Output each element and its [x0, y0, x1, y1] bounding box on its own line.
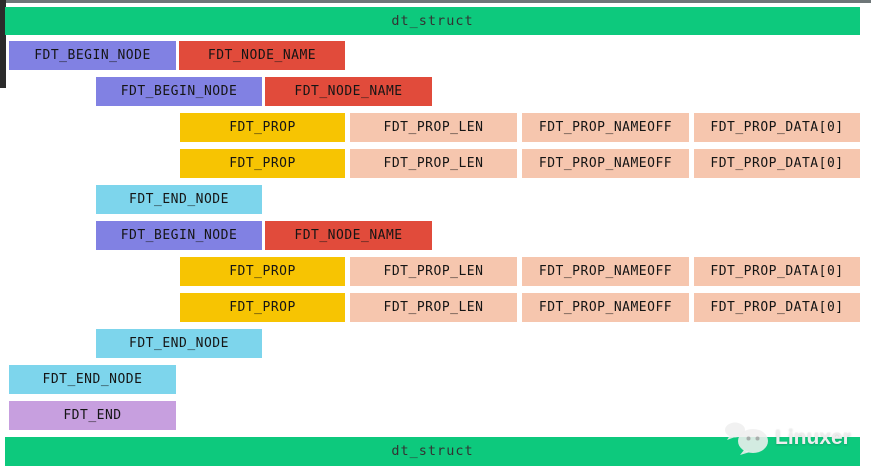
token-fdt-prop-nameoff: FDT_PROP_NAMEOFF [522, 113, 689, 142]
dt-struct-header-bar: dt_struct [5, 7, 860, 35]
token-fdt-begin-node: FDT_BEGIN_NODE [96, 77, 262, 106]
token-fdt-end-node: FDT_END_NODE [96, 329, 262, 358]
token-fdt-prop: FDT_PROP [180, 293, 345, 322]
token-fdt-node-name: FDT_NODE_NAME [265, 77, 432, 106]
left-edge-strip [0, 0, 6, 88]
token-fdt-end-node: FDT_END_NODE [96, 185, 262, 214]
dt-struct-footer-bar: dt_struct [5, 437, 860, 466]
token-fdt-node-name: FDT_NODE_NAME [179, 41, 345, 70]
token-fdt-prop: FDT_PROP [180, 113, 345, 142]
token-fdt-begin-node: FDT_BEGIN_NODE [9, 41, 176, 70]
token-fdt-prop: FDT_PROP [180, 149, 345, 178]
token-fdt-prop-len: FDT_PROP_LEN [350, 149, 517, 178]
token-fdt-prop-len: FDT_PROP_LEN [350, 293, 517, 322]
dt-struct-header-label: dt_struct [391, 13, 474, 29]
token-fdt-prop-data-0: FDT_PROP_DATA[0] [694, 257, 860, 286]
token-fdt-node-name: FDT_NODE_NAME [265, 221, 432, 250]
token-fdt-prop-nameoff: FDT_PROP_NAMEOFF [522, 149, 689, 178]
top-border-line [0, 0, 871, 3]
token-fdt-prop-data-0: FDT_PROP_DATA[0] [694, 149, 860, 178]
token-fdt-end-node: FDT_END_NODE [9, 365, 176, 394]
token-fdt-prop-nameoff: FDT_PROP_NAMEOFF [522, 257, 689, 286]
token-fdt-end: FDT_END [9, 401, 176, 430]
token-fdt-prop-data-0: FDT_PROP_DATA[0] [694, 113, 860, 142]
token-fdt-prop-len: FDT_PROP_LEN [350, 257, 517, 286]
token-fdt-begin-node: FDT_BEGIN_NODE [96, 221, 262, 250]
token-fdt-prop: FDT_PROP [180, 257, 345, 286]
token-fdt-prop-len: FDT_PROP_LEN [350, 113, 517, 142]
token-fdt-prop-nameoff: FDT_PROP_NAMEOFF [522, 293, 689, 322]
token-fdt-prop-data-0: FDT_PROP_DATA[0] [694, 293, 860, 322]
dt-struct-footer-label: dt_struct [391, 443, 474, 459]
